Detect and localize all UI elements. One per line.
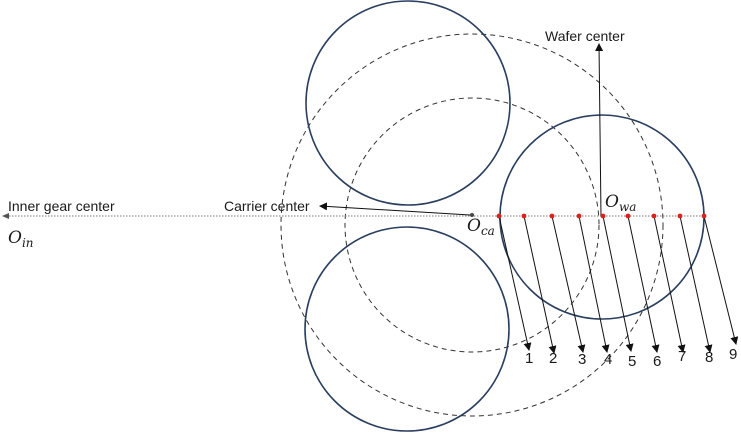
point-number-6: 6 [653,353,661,370]
point-number-4: 4 [604,351,612,368]
carrier-center-dot [470,213,474,217]
point-number-9: 9 [729,346,737,363]
point-number-3: 3 [578,351,586,368]
sample-points [496,213,707,219]
sample-point-2 [521,213,527,219]
point-arrow-7 [653,215,686,353]
sample-point-3 [549,213,555,219]
point-arrow-5 [602,215,634,352]
carrier-center-label: Carrier center [224,198,310,214]
carrier-outer-dashed-circle [280,33,664,417]
point-arrows [498,215,739,354]
sample-point-8 [677,213,683,219]
sample-point-7 [651,213,657,219]
inner-gear-center-label: Inner gear center [8,198,115,214]
point-arrow-2 [523,215,557,354]
point-number-1: 1 [525,350,533,367]
sample-point-6 [625,213,631,219]
point-number-2: 2 [549,350,557,367]
point-arrow-6 [627,215,660,353]
wafer-center-label: Wafer center [545,28,625,44]
o-ca-label: Oca [467,216,495,238]
o-wa-label: Owa [605,192,636,214]
sample-point-5 [600,213,606,219]
inner-gear-arrowhead [2,213,9,219]
sample-point-4 [576,213,582,219]
wafer-circle-top [305,0,511,206]
sample-point-9 [701,213,707,219]
sample-point-1 [496,213,502,219]
point-number-7: 7 [678,348,686,365]
point-arrow-4 [578,215,610,353]
point-number-8: 8 [705,349,713,366]
point-number-5: 5 [628,353,636,370]
carrier-center-arrow [319,202,471,216]
point-arrow-1 [498,215,532,351]
wafer-center-arrow [595,43,604,217]
point-arrow-8 [679,215,713,353]
point-arrow-9 [703,215,739,345]
o-in-label: Oin [8,228,34,250]
point-arrow-3 [551,215,586,353]
wafer-circle-bottom [304,226,510,432]
carrier-inner-dashed-circle [344,97,600,353]
